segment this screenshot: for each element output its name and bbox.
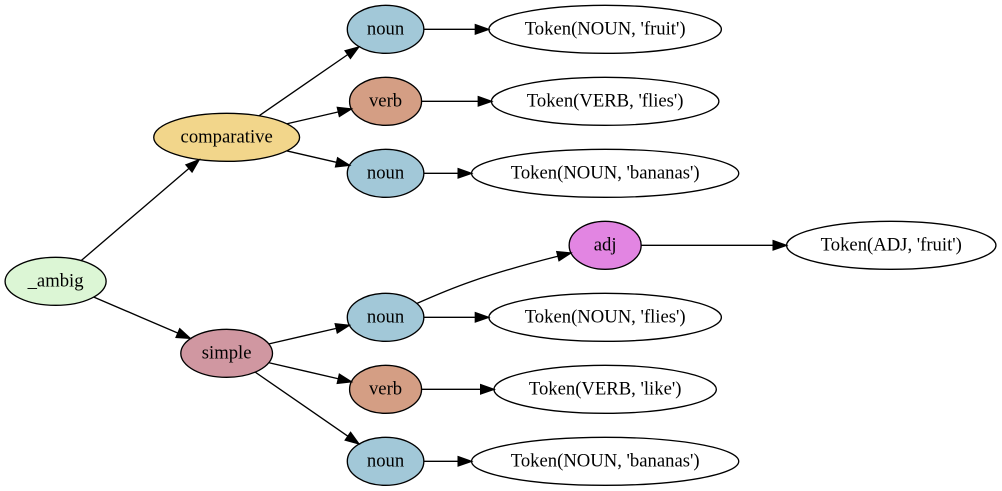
svg-text:Token(NOUN, 'fruit'): Token(NOUN, 'fruit') — [525, 18, 686, 39]
svg-text:Token(VERB, 'like'): Token(VERB, 'like') — [529, 378, 682, 399]
svg-text:noun: noun — [367, 450, 405, 471]
svg-text:comparative: comparative — [181, 126, 273, 147]
svg-text:noun: noun — [367, 306, 405, 327]
svg-text:noun: noun — [367, 18, 405, 39]
svg-text:adj: adj — [594, 234, 617, 255]
svg-text:_ambig: _ambig — [27, 270, 84, 291]
svg-text:noun: noun — [367, 162, 405, 183]
svg-text:Token(VERB, 'flies'): Token(VERB, 'flies') — [527, 90, 684, 111]
svg-text:Token(NOUN, 'flies'): Token(NOUN, 'flies') — [525, 306, 686, 327]
svg-text:Token(NOUN, 'bananas'): Token(NOUN, 'bananas') — [511, 162, 700, 183]
svg-text:verb: verb — [369, 378, 402, 399]
svg-text:simple: simple — [202, 342, 252, 363]
svg-text:Token(ADJ, 'fruit'): Token(ADJ, 'fruit') — [821, 234, 962, 255]
svg-text:verb: verb — [369, 90, 402, 111]
svg-text:Token(NOUN, 'bananas'): Token(NOUN, 'bananas') — [511, 450, 700, 471]
